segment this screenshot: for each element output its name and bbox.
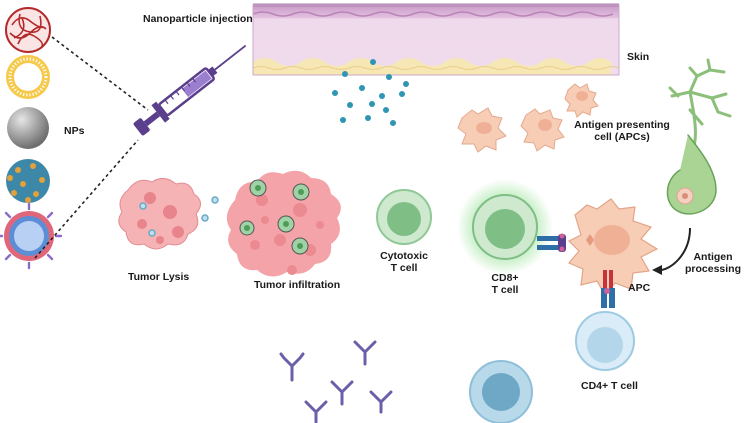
apc-cells-label-line2: cell (APCs) [594, 131, 650, 143]
nanoparticle-injection-label: Nanoparticle injection [143, 13, 253, 25]
apc-cell-icon [520, 108, 565, 152]
cd8-t-cell-icon [457, 179, 553, 275]
cd8-t-cell-label-line1: CD8+ [491, 272, 519, 284]
apc-cells-label: Antigen presenting cell (APCs) [572, 119, 672, 143]
cd8-t-cell-label: CD8+ T cell [480, 272, 530, 296]
tcr-mhc-complex-icon [537, 233, 566, 252]
apc-label: APC [628, 282, 651, 294]
tumor-lysis-icon [118, 178, 219, 250]
lipid-nanoparticle-icon [0, 202, 63, 270]
dendritic-cell-icon [666, 58, 732, 215]
antibody-icon [353, 340, 377, 366]
tumor-infiltration-label: Tumor infiltration [254, 279, 341, 291]
nps-label: NPs [64, 125, 85, 137]
antibodies-group [279, 340, 393, 423]
b-cell-icon [469, 360, 533, 423]
cd4-t-cell-label: CD4+ T cell [581, 380, 638, 392]
cytotoxic-t-cell-icon [376, 189, 432, 245]
apc-large-cell-icon [567, 198, 659, 297]
antigen-processing-label-line2: processing [684, 263, 742, 275]
cytotoxic-t-cell-label-line1: Cytotoxic [380, 250, 428, 262]
apc-cell-icon [457, 107, 507, 153]
syringe-icon [133, 44, 247, 136]
antigen-processing-label-line1: Antigen [693, 251, 733, 263]
apc-cells-group [457, 83, 599, 153]
nanoparticle-types [0, 7, 63, 270]
injected-nanoparticles [332, 59, 409, 126]
cd4-t-cell-icon [575, 311, 635, 371]
antigen-processing-arrow [659, 227, 691, 271]
skin-layer [252, 3, 620, 76]
cytotoxic-t-cell-label: Cytotoxic T cell [374, 250, 434, 274]
cytotoxic-t-cell-label-line2: T cell [390, 262, 418, 274]
cd8-t-cell-label-line2: T cell [491, 284, 519, 296]
antibody-icon [330, 380, 354, 406]
antibody-icon [279, 352, 305, 382]
liposome-nanoparticle-icon [6, 55, 50, 99]
polymer-nanoparticle-icon [5, 7, 51, 53]
virus-like-nanoparticle-icon [6, 159, 50, 203]
antibody-icon [304, 400, 328, 423]
apc-cells-label-line1: Antigen presenting [574, 119, 670, 131]
metallic-nanoparticle-icon [7, 107, 49, 149]
antigen-processing-label: Antigen processing [680, 251, 746, 275]
tumor-infiltration-icon [226, 170, 341, 277]
arrow-head-icon [652, 265, 662, 275]
np-pointer-lines [34, 36, 149, 259]
apc-cell-icon [564, 83, 599, 118]
tumor-lysis-label: Tumor Lysis [128, 271, 190, 283]
skin-label: Skin [627, 51, 650, 63]
antibody-icon [369, 390, 393, 414]
mhc-ii-complex-icon [601, 270, 615, 308]
